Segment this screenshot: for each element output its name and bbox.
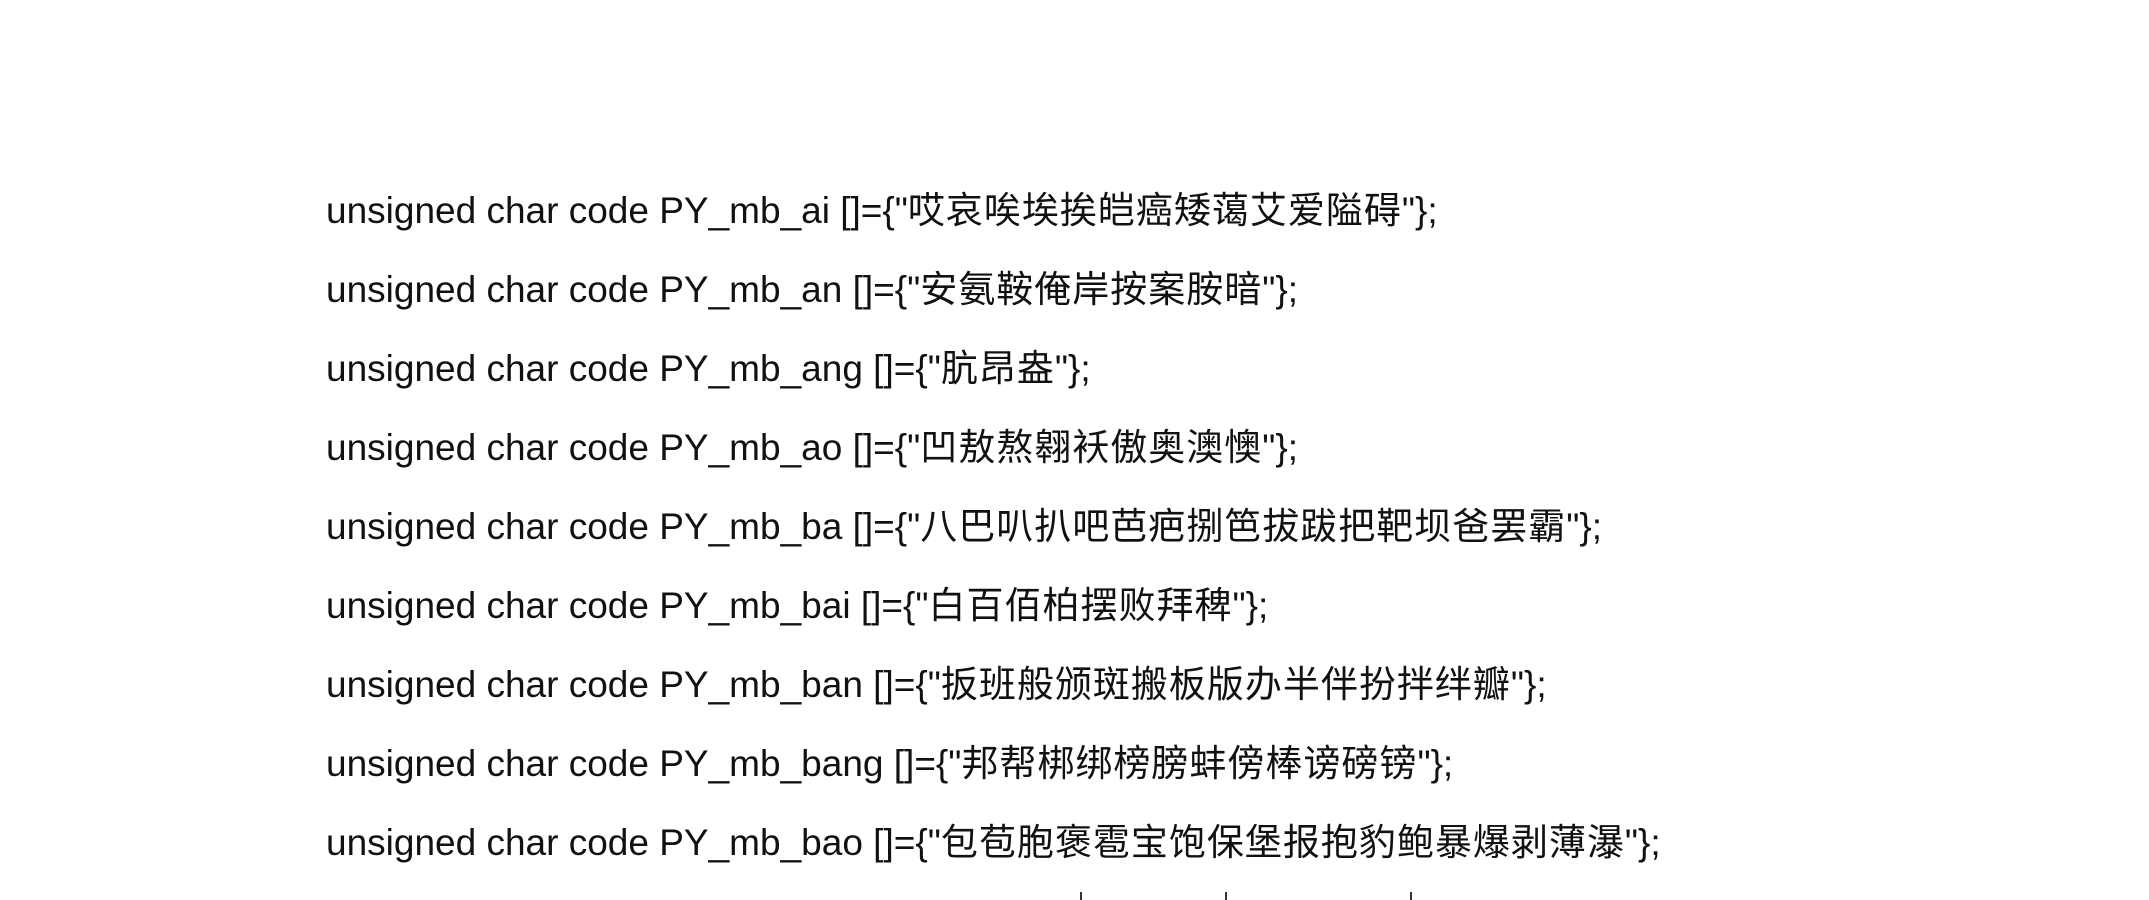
chinese-characters: 肮昂盎 — [940, 347, 1055, 390]
chinese-characters: 八巴叭扒吧芭疤捌笆拔跋把靶坝爸罢霸 — [920, 505, 1567, 548]
code-line-list: unsigned char code PY_mb_ai []={"哎哀唉埃挨皑癌… — [326, 180, 1661, 891]
chinese-characters: 凹敖熬翱袄傲奥澳懊 — [920, 426, 1263, 469]
array-name: PY_mb_ai — [659, 190, 830, 231]
code-line-ban: unsigned char code PY_mb_ban []={"扳班般颁斑搬… — [326, 654, 1661, 733]
initializer-close: "}; — [1566, 506, 1603, 547]
initializer-open: []={" — [883, 743, 962, 784]
code-line-bang: unsigned char code PY_mb_bang []={"邦帮梆绑榜… — [326, 733, 1661, 812]
type-prefix: unsigned char code — [326, 427, 660, 468]
array-name: PY_mb_ang — [659, 348, 863, 389]
initializer-open: []={" — [862, 822, 941, 863]
array-name: PY_mb_ban — [659, 664, 863, 705]
type-prefix: unsigned char code — [326, 743, 660, 784]
array-name: PY_mb_an — [659, 269, 843, 310]
array-name: PY_mb_ba — [659, 506, 843, 547]
array-name: PY_mb_bang — [659, 743, 884, 784]
initializer-open: []={" — [850, 585, 929, 626]
initializer-close: "}; — [1417, 743, 1454, 784]
initializer-close: "}; — [1262, 427, 1299, 468]
array-name: PY_mb_bao — [659, 822, 863, 863]
cropped-next-line — [1080, 892, 1420, 900]
initializer-open: []={" — [842, 427, 921, 468]
code-line-an: unsigned char code PY_mb_an []={"安氨鞍俺岸按案… — [326, 259, 1661, 338]
array-name: PY_mb_ao — [659, 427, 843, 468]
type-prefix: unsigned char code — [326, 585, 660, 626]
chinese-characters: 包苞胞褒雹宝饱保堡报抱豹鲍暴爆剥薄瀑 — [940, 821, 1625, 864]
code-line-ai: unsigned char code PY_mb_ai []={"哎哀唉埃挨皑癌… — [326, 180, 1661, 259]
initializer-open: []={" — [842, 269, 921, 310]
initializer-open: []={" — [842, 506, 921, 547]
code-line-ang: unsigned char code PY_mb_ang []={"肮昂盎"}; — [326, 338, 1661, 417]
code-line-bai: unsigned char code PY_mb_bai []={"白百佰柏摆败… — [326, 575, 1661, 654]
initializer-close: "}; — [1624, 822, 1661, 863]
chinese-characters: 哎哀唉埃挨皑癌矮蔼艾爱隘碍 — [907, 189, 1402, 232]
chinese-characters: 安氨鞍俺岸按案胺暗 — [920, 268, 1263, 311]
type-prefix: unsigned char code — [326, 348, 660, 389]
code-line-bao: unsigned char code PY_mb_bao []={"包苞胞褒雹宝… — [326, 812, 1661, 891]
initializer-close: "}; — [1262, 269, 1299, 310]
code-line-ba: unsigned char code PY_mb_ba []={"八巴叭扒吧芭疤… — [326, 496, 1661, 575]
initializer-open: []={" — [862, 348, 941, 389]
type-prefix: unsigned char code — [326, 506, 660, 547]
initializer-open: []={" — [862, 664, 941, 705]
array-name: PY_mb_bai — [659, 585, 851, 626]
initializer-close: "}; — [1401, 190, 1438, 231]
chinese-characters: 邦帮梆绑榜膀蚌傍棒谤磅镑 — [961, 742, 1418, 785]
type-prefix: unsigned char code — [326, 190, 660, 231]
code-line-ao: unsigned char code PY_mb_ao []={"凹敖熬翱袄傲奥… — [326, 417, 1661, 496]
chinese-characters: 扳班般颁斑搬板版办半伴扮拌绊瓣 — [940, 663, 1511, 706]
initializer-close: "}; — [1232, 585, 1269, 626]
initializer-open: []={" — [829, 190, 908, 231]
chinese-characters: 白百佰柏摆败拜稗 — [928, 584, 1233, 627]
type-prefix: unsigned char code — [326, 664, 660, 705]
type-prefix: unsigned char code — [326, 269, 660, 310]
type-prefix: unsigned char code — [326, 822, 660, 863]
initializer-close: "}; — [1054, 348, 1091, 389]
initializer-close: "}; — [1510, 664, 1547, 705]
